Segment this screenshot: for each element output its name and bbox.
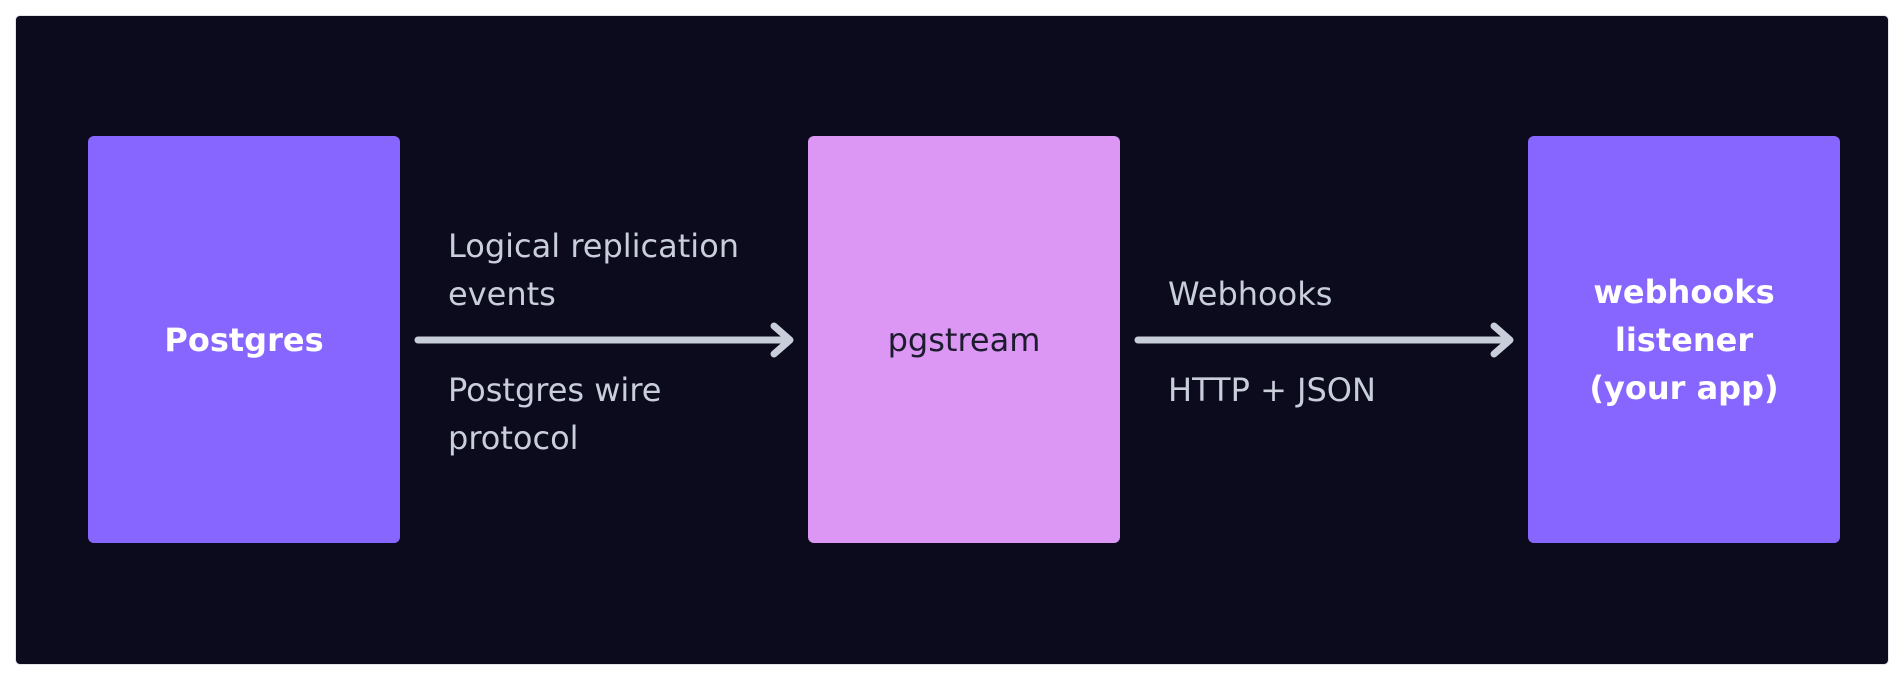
edge-label-http-json: HTTP + JSON xyxy=(1168,371,1376,409)
node-pgstream-label: pgstream xyxy=(887,320,1041,359)
edge-label-replication-events: Logical replication events xyxy=(448,227,740,313)
edge-label-webhooks: Webhooks xyxy=(1168,275,1333,313)
edge-label-wire-protocol: Postgres wire protocol xyxy=(448,371,662,457)
node-webhooks-listener: webhooks listener (your app) xyxy=(1528,136,1840,543)
node-pgstream: pgstream xyxy=(808,136,1120,543)
node-postgres: Postgres xyxy=(88,136,400,543)
node-webhooks-listener-label: webhooks listener (your app) xyxy=(1589,272,1779,407)
node-postgres-label: Postgres xyxy=(164,320,324,359)
